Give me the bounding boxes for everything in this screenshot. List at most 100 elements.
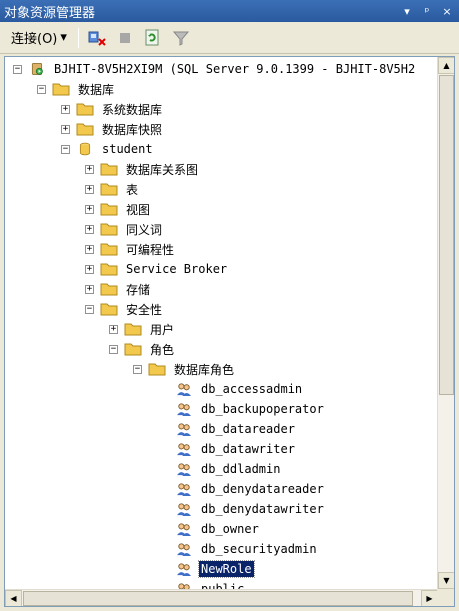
connect-button[interactable]: 连接(O) ▾ — [8, 26, 70, 49]
scroll-right-icon[interactable]: ▶ — [421, 590, 438, 606]
role-icon — [177, 563, 191, 576]
role-icon — [177, 543, 191, 556]
folder-icon — [124, 323, 142, 336]
expand-icon[interactable]: + — [85, 283, 94, 294]
folder-icon — [100, 263, 118, 276]
security-label: 安全性 — [126, 302, 163, 317]
filter-icon — [171, 28, 191, 48]
tree-node-databases[interactable]: − 数据库 — [37, 79, 116, 99]
folder-icon — [100, 283, 118, 296]
folder-icon — [52, 83, 70, 96]
scroll-left-icon[interactable]: ◀ — [5, 590, 22, 606]
folder-icon — [100, 163, 118, 176]
views-label: 视图 — [126, 202, 151, 217]
disconnect-icon[interactable] — [87, 28, 107, 48]
tree-node-role[interactable]: db_backupoperator — [175, 399, 326, 419]
programmability-label: 可编程性 — [126, 242, 175, 257]
role-icon — [177, 463, 191, 476]
folder-icon — [100, 303, 118, 316]
vertical-scrollbar[interactable]: ▲ ▼ — [437, 57, 454, 589]
service-broker-label: Service Broker — [126, 262, 228, 276]
expand-icon[interactable]: + — [85, 263, 94, 274]
connect-label: 连接(O) — [11, 32, 58, 47]
collapse-icon[interactable]: − — [61, 143, 70, 154]
tree-node-db-roles[interactable]: − 数据库角色 — [133, 359, 236, 379]
storage-label: 存储 — [126, 282, 151, 297]
tree-node-programmability[interactable]: + 可编程性 — [85, 239, 176, 259]
tree-node-role[interactable]: public — [175, 579, 246, 589]
tree-node-roles[interactable]: − 角色 — [109, 339, 176, 359]
refresh-icon[interactable] — [143, 28, 163, 48]
tree-node-users[interactable]: + 用户 — [109, 319, 176, 339]
tree-node-synonyms[interactable]: + 同义词 — [85, 219, 164, 239]
vertical-scroll-thumb[interactable] — [439, 75, 454, 395]
expand-icon[interactable]: + — [61, 103, 70, 114]
role-label: db_owner — [201, 522, 259, 536]
panel-titlebar: 对象资源管理器 ▾ ᵖ × — [0, 0, 459, 22]
expand-icon[interactable]: + — [61, 123, 70, 134]
collapse-icon[interactable]: − — [109, 343, 118, 354]
toolbar-separator — [77, 27, 79, 48]
expand-icon[interactable]: + — [85, 223, 94, 234]
folder-icon — [124, 343, 142, 356]
role-label: db_backupoperator — [201, 402, 324, 416]
role-label: db_datareader — [201, 422, 295, 436]
synonyms-label: 同义词 — [126, 222, 163, 237]
role-label: NewRole — [198, 560, 255, 578]
tree-node-role[interactable]: db_denydatareader — [175, 479, 326, 499]
tree-node-student[interactable]: − student — [61, 139, 155, 159]
tree-view[interactable]: − BJHIT-8V5H2XI9M (SQL Server 9.0.1399 -… — [5, 57, 438, 589]
folder-icon — [148, 363, 166, 376]
expand-icon[interactable]: + — [85, 243, 94, 254]
tree-node-security[interactable]: − 安全性 — [85, 299, 164, 319]
pin-icon[interactable]: ᵖ — [424, 4, 430, 18]
horizontal-scroll-thumb[interactable] — [23, 591, 413, 606]
tree-node-system-databases[interactable]: + 系统数据库 — [61, 99, 164, 119]
tree-node-service-broker[interactable]: + Service Broker — [85, 259, 229, 279]
server-label: BJHIT-8V5H2XI9M (SQL Server 9.0.1399 - B… — [54, 62, 416, 76]
tree-node-db-snapshots[interactable]: + 数据库快照 — [61, 119, 164, 139]
tree-node-role-selected[interactable]: NewRole — [175, 559, 255, 579]
databases-label: 数据库 — [78, 82, 115, 97]
object-explorer-tree: − BJHIT-8V5H2XI9M (SQL Server 9.0.1399 -… — [4, 56, 455, 607]
close-icon[interactable]: × — [442, 4, 452, 18]
system-databases-label: 系统数据库 — [102, 102, 163, 117]
tree-node-server[interactable]: − BJHIT-8V5H2XI9M (SQL Server 9.0.1399 -… — [13, 59, 417, 79]
folder-icon — [100, 223, 118, 236]
tree-node-views[interactable]: + 视图 — [85, 199, 152, 219]
tree-node-role[interactable]: db_denydatawriter — [175, 499, 326, 519]
collapse-icon[interactable]: − — [133, 363, 142, 374]
tree-node-tables[interactable]: + 表 — [85, 179, 140, 199]
scroll-up-icon[interactable]: ▲ — [438, 57, 454, 74]
role-icon — [177, 503, 191, 516]
role-icon — [178, 583, 190, 589]
scroll-down-icon[interactable]: ▼ — [438, 572, 454, 589]
expand-icon[interactable]: + — [85, 183, 94, 194]
folder-icon — [76, 123, 94, 136]
collapse-icon[interactable]: − — [85, 303, 94, 314]
tree-node-storage[interactable]: + 存储 — [85, 279, 152, 299]
tree-node-role[interactable]: db_ddladmin — [175, 459, 282, 479]
expand-icon[interactable]: + — [85, 163, 94, 174]
db-roles-label: 数据库角色 — [174, 362, 235, 377]
expand-icon[interactable]: + — [85, 203, 94, 214]
tree-node-db-diagrams[interactable]: + 数据库关系图 — [85, 159, 200, 179]
horizontal-scrollbar[interactable]: ◀ ▶ — [5, 589, 438, 606]
window-controls: ▾ ᵖ × — [401, 5, 459, 18]
db-snapshots-label: 数据库快照 — [102, 122, 163, 137]
tree-node-role[interactable]: db_datawriter — [175, 439, 297, 459]
server-icon — [31, 63, 43, 75]
stop-icon — [115, 28, 135, 48]
tree-node-role[interactable]: db_owner — [175, 519, 261, 539]
collapse-icon[interactable]: − — [13, 63, 22, 74]
collapse-icon[interactable]: − — [37, 83, 46, 94]
tree-node-role[interactable]: db_datareader — [175, 419, 297, 439]
scrollbar-corner — [437, 589, 454, 606]
student-label: student — [102, 142, 153, 156]
dropdown-icon[interactable]: ▾ — [404, 4, 410, 18]
tree-node-role[interactable]: db_securityadmin — [175, 539, 319, 559]
role-label: db_securityadmin — [201, 542, 317, 556]
expand-icon[interactable]: + — [109, 323, 118, 334]
folder-icon — [100, 203, 118, 216]
tree-node-role[interactable]: db_accessadmin — [175, 379, 304, 399]
